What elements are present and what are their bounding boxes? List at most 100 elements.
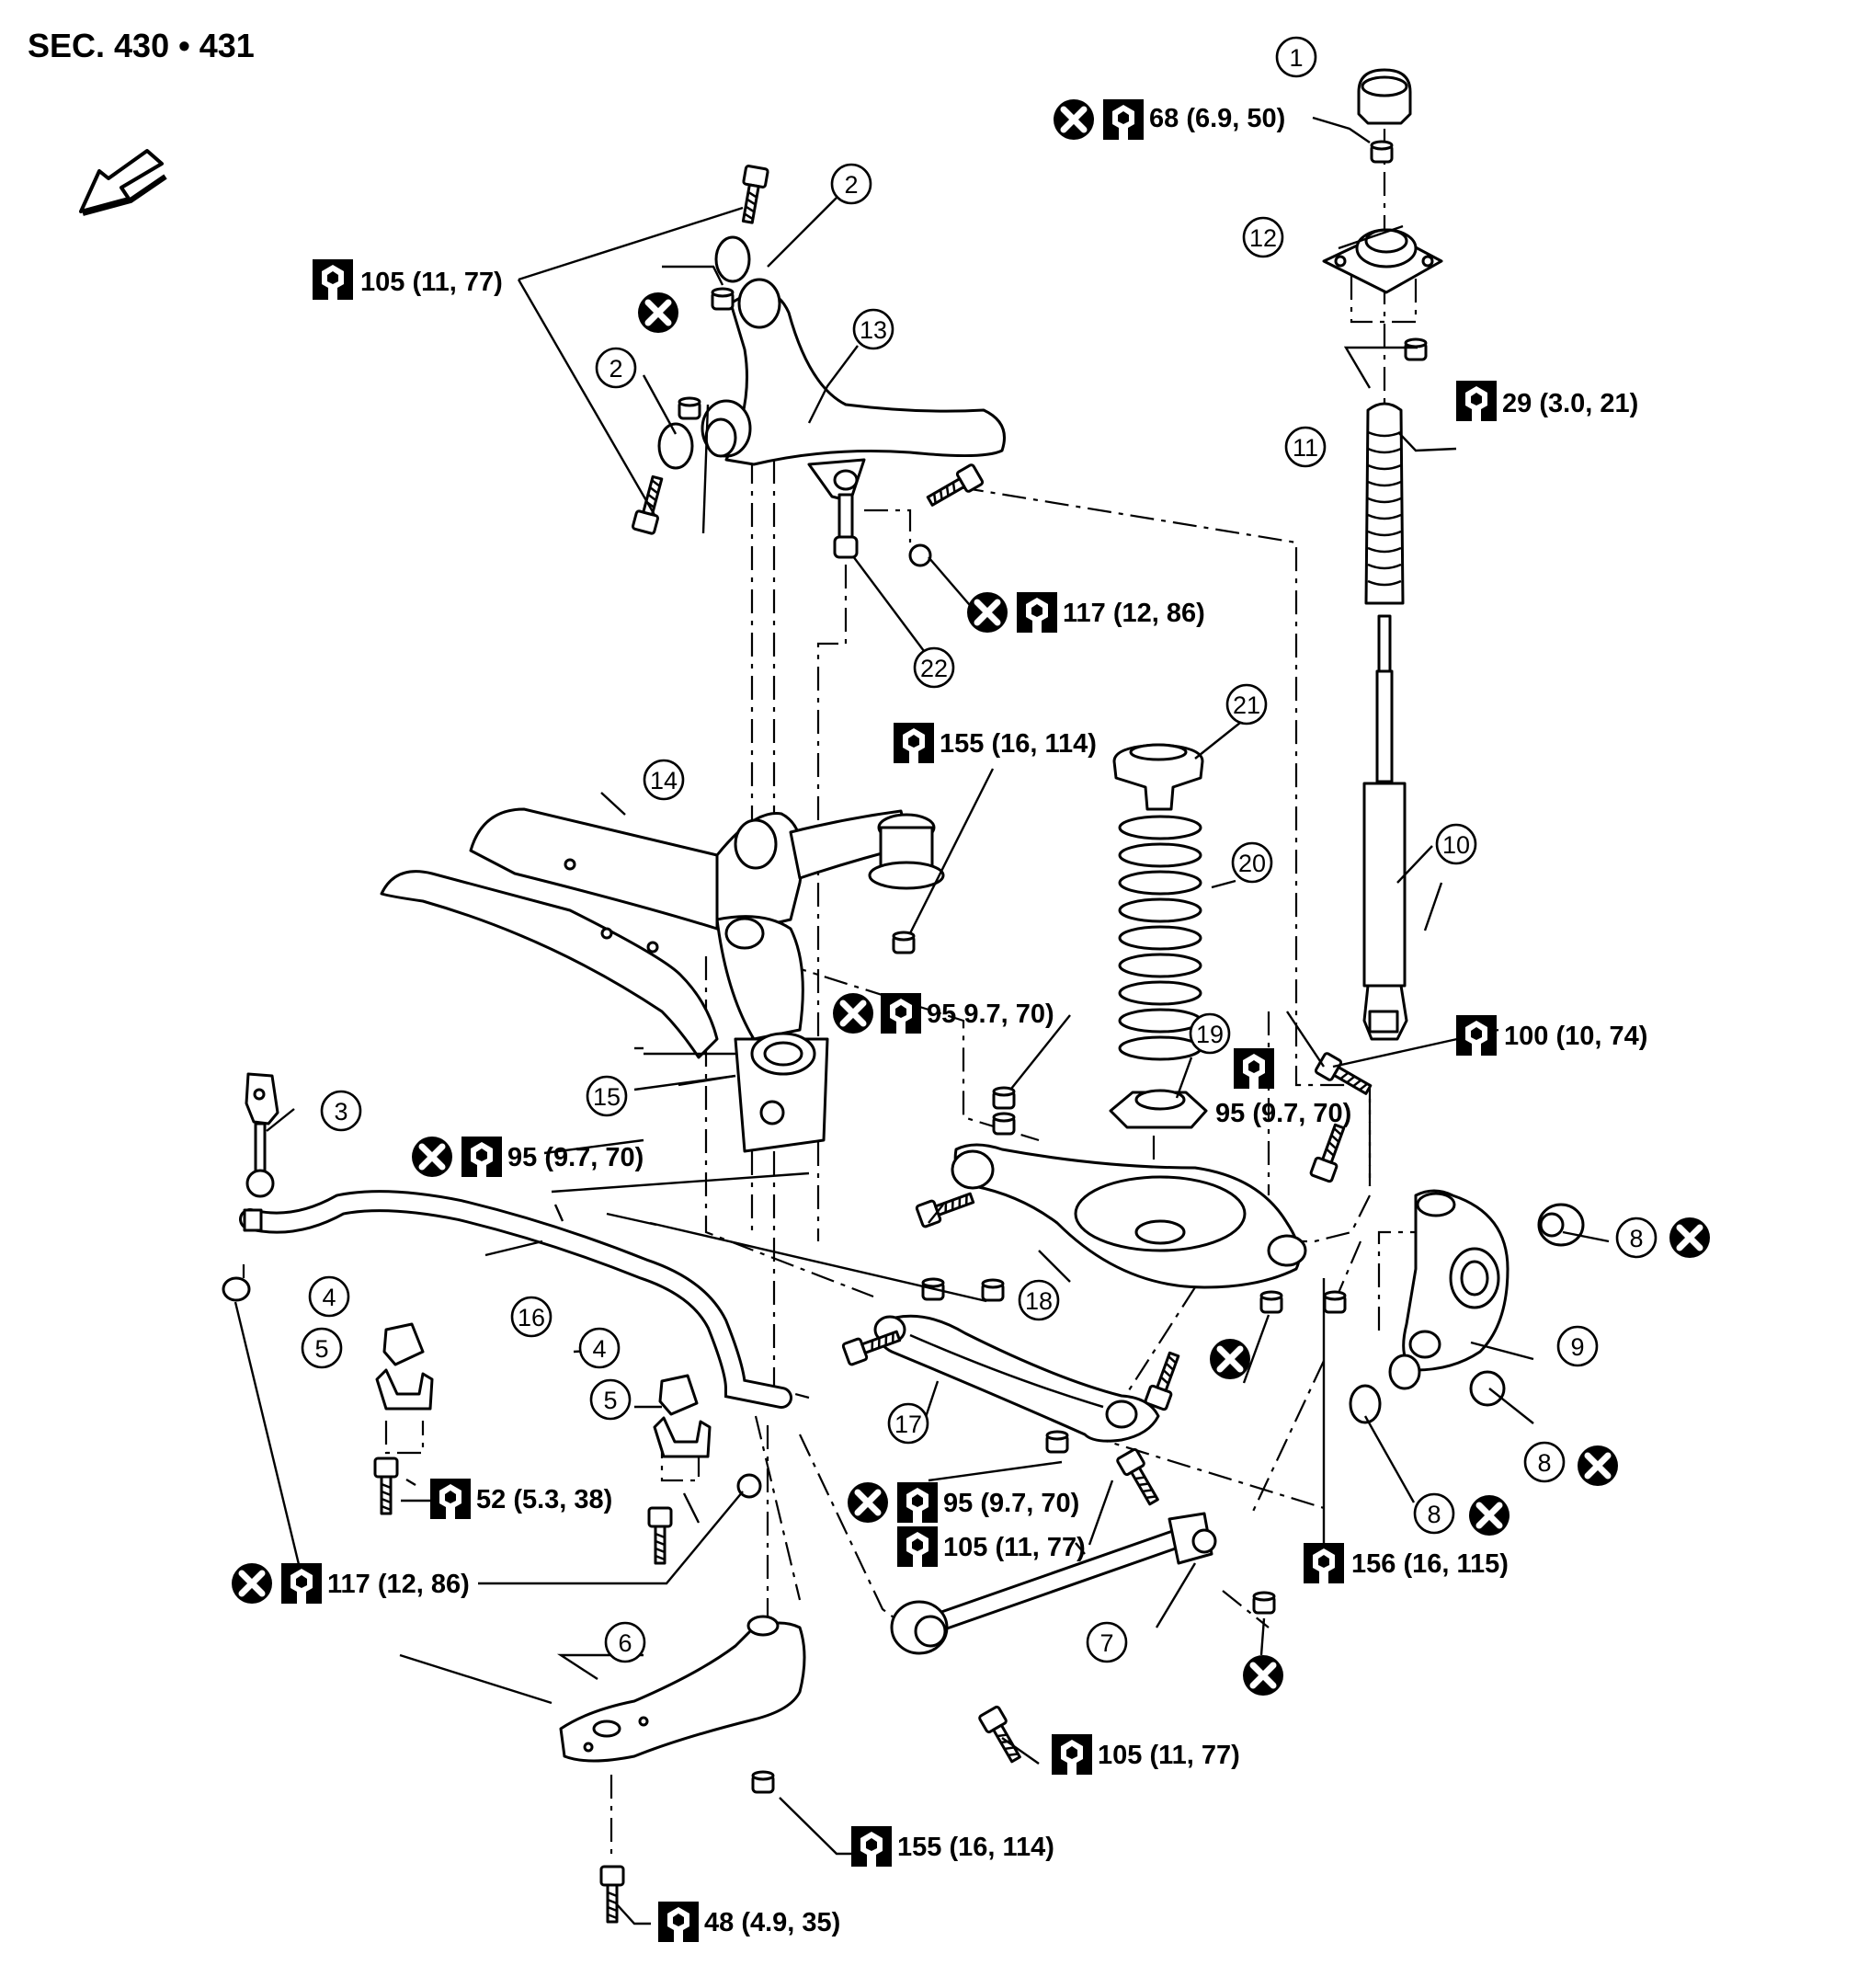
callout-17: 17: [887, 1402, 929, 1445]
svg-text:14: 14: [650, 767, 678, 794]
svg-text:156 (16, 115): 156 (16, 115): [1351, 1549, 1509, 1579]
svg-text:3: 3: [334, 1098, 347, 1125]
bushing-part-8-b: [1469, 1370, 1506, 1407]
svg-text:12: 12: [1249, 224, 1277, 252]
svg-text:117 (12, 86): 117 (12, 86): [327, 1570, 470, 1599]
bracket-bolt: [599, 1865, 625, 1924]
wrench-icon: [430, 1479, 471, 1519]
no-reuse-icon: [412, 1137, 452, 1177]
lower-link-nut-a: [992, 1086, 1016, 1110]
stabilizer-bar-part-16: [239, 1190, 792, 1409]
svg-text:48 (4.9, 35): 48 (4.9, 35): [704, 1908, 840, 1937]
torque-spec-14: 156 (16, 115): [1304, 1543, 1509, 1583]
no-reuse-icon: [833, 993, 873, 1034]
svg-text:20: 20: [1238, 850, 1266, 877]
svg-text:13: 13: [860, 316, 887, 344]
no-reuse-icon: [1469, 1495, 1510, 1536]
svg-text:95 (9.7, 70): 95 (9.7, 70): [1215, 1099, 1351, 1128]
svg-text:18: 18: [1025, 1287, 1053, 1315]
wrench-icon: [894, 723, 934, 763]
bushing-part-8-c: [1349, 1384, 1382, 1424]
svg-text:7: 7: [1099, 1629, 1113, 1657]
no-reuse-icon: [1578, 1445, 1618, 1486]
callout-5: 5: [301, 1327, 343, 1369]
lower-spring-seat-part-19: [1109, 1089, 1208, 1129]
wrench-icon: [897, 1482, 938, 1523]
clamp-bolt-left: [373, 1457, 399, 1515]
coil-spring-part-20: [1118, 815, 1202, 1061]
torque-spec-8: 95 (9.7, 70): [1215, 1048, 1351, 1128]
callout-4: 4: [308, 1275, 350, 1318]
upper-link-nut-top: [711, 287, 735, 311]
bracket-part-6: [559, 1615, 806, 1763]
bushing-part-2-lower: [657, 422, 694, 470]
callout-9: 9: [1556, 1325, 1599, 1367]
torque-spec-12: 95 (9.7, 70): [848, 1482, 1079, 1523]
stabilizer-bushing-part-4-right: [658, 1374, 699, 1416]
shock-absorber-part-10: [1362, 614, 1408, 1041]
callout-6: 6: [604, 1621, 646, 1663]
torque-spec-17: 48 (4.9, 35): [658, 1902, 840, 1942]
lower-link-part-18: [951, 1143, 1307, 1289]
upper-mount-part-12: [1322, 228, 1443, 294]
lower-link-outer-bolt: [1308, 1121, 1351, 1184]
callout-10: 10: [1435, 823, 1477, 865]
torque-spec-11: 117 (12, 86): [232, 1563, 470, 1604]
svg-text:6: 6: [618, 1629, 632, 1657]
lower-rear-link-part-7: [890, 1512, 1217, 1655]
stabilizer-nut: [736, 1473, 762, 1499]
upper-link-ball-stud: [923, 463, 985, 512]
wrench-icon: [281, 1563, 322, 1604]
callout-12: 12: [1242, 216, 1284, 258]
bushing-part-2-upper: [714, 235, 751, 283]
callout-3: 3: [320, 1090, 362, 1132]
callout-20: 20: [1231, 841, 1273, 884]
wrench-icon: [1103, 99, 1144, 140]
svg-text:8: 8: [1427, 1501, 1441, 1528]
no-reuse-icon: [848, 1482, 888, 1523]
wrench-icon: [1456, 1015, 1497, 1056]
torque-spec-6: 95 9.7, 70): [833, 993, 1054, 1034]
section-label: SEC. 430 • 431: [28, 27, 255, 64]
stabilizer-end-bushing: [222, 1276, 251, 1302]
svg-text:105 (11, 77): 105 (11, 77): [360, 268, 503, 297]
suspension-member-part-14: [380, 807, 912, 1059]
svg-text:68 (6.9, 50): 68 (6.9, 50): [1149, 104, 1285, 133]
member-mount-nut: [892, 931, 916, 954]
torque-spec-7: 100 (10, 74): [1456, 1015, 1647, 1056]
svg-text:95 9.7, 70): 95 9.7, 70): [927, 1000, 1054, 1029]
callout-2: 2: [595, 347, 637, 389]
svg-text:155 (16, 114): 155 (16, 114): [897, 1833, 1054, 1862]
wrench-icon: [461, 1137, 502, 1177]
svg-text:117 (12, 86): 117 (12, 86): [1063, 599, 1205, 628]
svg-text:8: 8: [1537, 1449, 1551, 1477]
no-reuse-icon: [1054, 99, 1094, 140]
callout-11: 11: [1284, 426, 1327, 468]
callout-15: 15: [586, 1075, 628, 1117]
svg-text:52 (5.3, 38): 52 (5.3, 38): [476, 1485, 612, 1514]
no-reuse-icon: [1243, 1655, 1283, 1696]
torque-spec-13: 105 (11, 77): [897, 1526, 1086, 1567]
lower-link-nut-b: [992, 1112, 1016, 1136]
callout-13: 13: [852, 308, 894, 350]
bushing-part-8-d: [1388, 1354, 1421, 1390]
stabilizer-bushing-part-4-left: [382, 1322, 425, 1366]
bracket-nut: [751, 1770, 775, 1794]
upper-link-part-13: [701, 278, 1006, 503]
svg-text:5: 5: [314, 1335, 328, 1363]
svg-text:2: 2: [844, 171, 858, 199]
callout-7: 7: [1086, 1621, 1128, 1663]
bound-bumper-part-11: [1364, 402, 1405, 605]
axle-housing-part-9: [1402, 1189, 1510, 1372]
lower-link-outer-nut: [1259, 1290, 1283, 1314]
upper-link-nut-bottom: [678, 396, 701, 420]
svg-text:4: 4: [322, 1284, 336, 1311]
axle-nut: [1323, 1290, 1347, 1314]
no-reuse-icon: [1669, 1217, 1710, 1258]
torque-spec-1: 68 (6.9, 50): [1054, 99, 1285, 140]
member-mount-bushing: [868, 813, 945, 890]
callout-16: 16: [510, 1296, 553, 1338]
torque-spec-4: 117 (12, 86): [967, 592, 1205, 633]
radius-rod-outer-bolt: [1143, 1349, 1186, 1412]
